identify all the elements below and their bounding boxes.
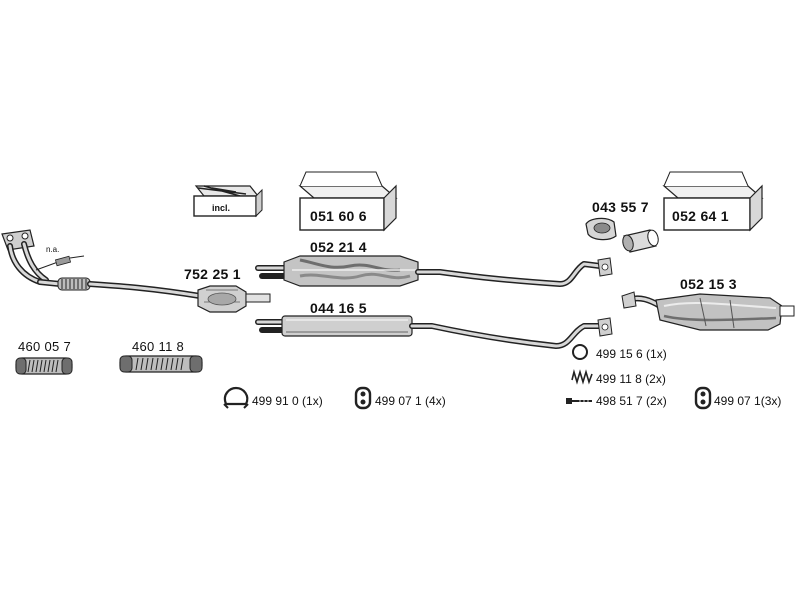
lambda-sensor[interactable]: n.a. <box>35 245 85 271</box>
middle-pipe-label: 044 16 5 <box>310 300 367 316</box>
pipe-clamp-flange[interactable] <box>585 217 617 241</box>
clamp-ring-icon[interactable] <box>223 386 249 409</box>
pipe-connector-sleeve[interactable] <box>621 229 660 253</box>
incl-box[interactable]: incl. <box>193 185 263 218</box>
rubber-mount-b-icon[interactable] <box>694 386 712 410</box>
flex-pipe-2-label: 460 11 8 <box>132 339 184 354</box>
flex-pipe-2[interactable] <box>119 355 203 373</box>
gasket-ring-label: 499 15 6 (1x) <box>596 347 667 361</box>
rear-muffler-label: 052 15 3 <box>680 276 737 292</box>
spring-icon[interactable] <box>571 368 593 385</box>
bolt-label: 498 51 7 (2x) <box>596 394 667 408</box>
incl-box-label: incl. <box>212 203 230 213</box>
catalyst-label: 752 25 1 <box>184 266 241 282</box>
rubber-mount-a-label: 499 07 1 (4x) <box>375 394 446 408</box>
front-pipe-assembly[interactable] <box>1 229 203 299</box>
catalyst[interactable] <box>197 285 271 313</box>
rubber-mount-b-label: 499 07 1(3x) <box>714 394 781 408</box>
box-051-60-6[interactable]: 051 60 6 <box>298 171 398 232</box>
spring-label: 499 11 8 (2x) <box>596 372 666 386</box>
flex-pipe-1-label: 460 05 7 <box>18 339 71 354</box>
gasket-ring-icon[interactable] <box>572 344 588 360</box>
clamp-part-label: 043 55 7 <box>592 199 649 215</box>
middle-muffler-assembly[interactable] <box>255 255 613 287</box>
middle-muffler-label: 052 21 4 <box>310 239 367 255</box>
bolt-icon[interactable] <box>566 398 592 404</box>
clamp-ring-label: 499 91 0 (1x) <box>252 394 323 408</box>
box-052-64-1-label: 052 64 1 <box>672 208 729 224</box>
front-flex-section <box>57 277 91 291</box>
sensor-note: n.a. <box>46 245 59 254</box>
box-052-64-1[interactable]: 052 64 1 <box>662 171 764 232</box>
box-051-60-6-label: 051 60 6 <box>310 208 367 224</box>
middle-pipe-assembly[interactable] <box>255 315 613 349</box>
rubber-mount-a-icon[interactable] <box>354 386 372 410</box>
flex-pipe-1[interactable] <box>15 357 73 375</box>
rear-muffler[interactable] <box>621 291 795 331</box>
